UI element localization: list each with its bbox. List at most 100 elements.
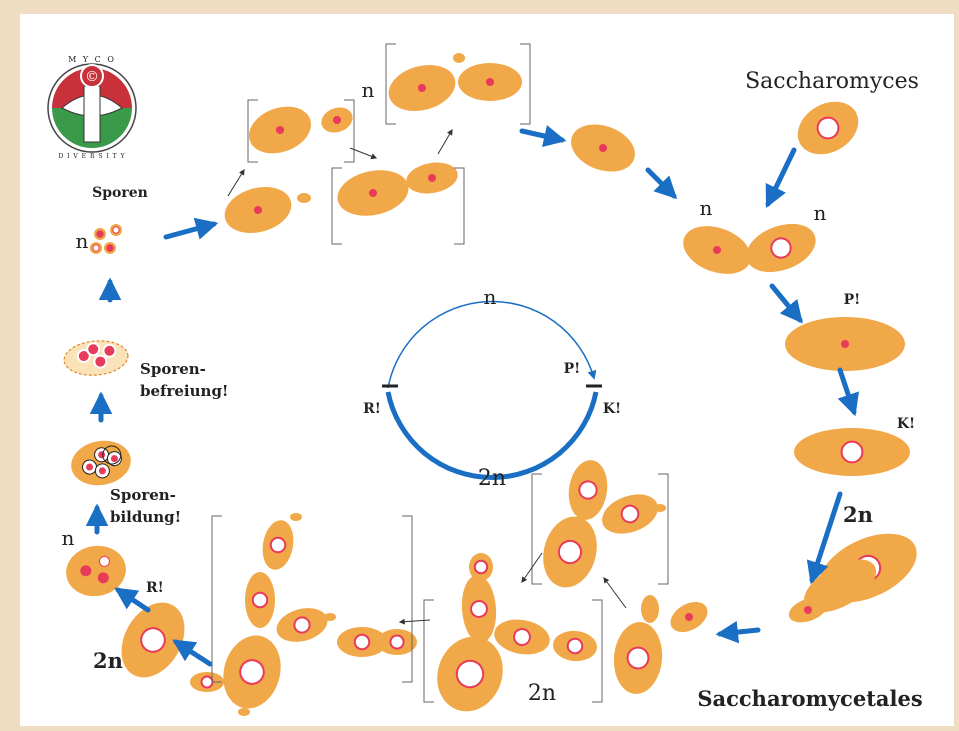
- yeast-cell: [297, 193, 311, 203]
- label-n-right-b: n: [814, 201, 827, 225]
- yeast-cell: [238, 708, 250, 716]
- label-sporenbildung-2: bildung!: [110, 508, 181, 526]
- nucleus: [486, 78, 494, 86]
- label-n-top: n: [362, 78, 375, 102]
- bracket-right: [658, 474, 668, 584]
- yeast-cell: [552, 629, 598, 663]
- nucleus: [842, 442, 863, 463]
- yeast-cell: [383, 58, 460, 118]
- yeast-cell: [597, 487, 664, 541]
- cell-body: [324, 613, 336, 621]
- cell-body: [290, 513, 302, 521]
- cell-body: [297, 193, 311, 203]
- yeast-cell: [68, 436, 135, 490]
- yeast-cell: [453, 53, 465, 63]
- budding-arrow: [438, 130, 452, 154]
- cell-body: [654, 504, 666, 512]
- nucleus: [475, 561, 487, 573]
- yeast-cell: [536, 510, 605, 593]
- flow-arrow: [768, 150, 794, 204]
- title-saccharomyces: Saccharomyces: [745, 69, 919, 94]
- yeast-cell: [63, 338, 130, 377]
- yeast-cell: [785, 317, 905, 371]
- nucleus: [253, 593, 268, 608]
- yeast-cell: [324, 613, 336, 621]
- yeast-cell: [665, 596, 713, 639]
- spore: [94, 355, 107, 368]
- yeast-cell: [259, 518, 297, 572]
- cell-body: [641, 595, 659, 623]
- budding-arrow: [228, 170, 244, 196]
- yeast-cell: [788, 91, 867, 165]
- cycle-r-label: R!: [363, 401, 381, 417]
- yeast-cell: [654, 504, 666, 512]
- flow-arrow: [648, 170, 674, 196]
- yeast-cell: [273, 603, 332, 647]
- diploid-arc: [388, 392, 596, 478]
- cell-body: [453, 53, 465, 63]
- yeast-cell: [641, 595, 659, 623]
- logo-ring-top: M Y C O: [68, 55, 116, 64]
- label-r-left: R!: [146, 580, 164, 596]
- yeast-cell: [404, 159, 460, 198]
- myco-logo: © M Y C O D I V E R S I T Y: [48, 55, 136, 160]
- yeast-cell: [794, 428, 910, 476]
- label-n-right-a: n: [700, 196, 713, 220]
- spore-nucleus: [113, 227, 119, 233]
- cycle-n-label: n: [484, 285, 497, 309]
- yeast-cell: [333, 164, 413, 222]
- flow-arrow: [840, 370, 854, 412]
- budding-arrow: [604, 578, 626, 608]
- yeast-cell: [740, 215, 823, 281]
- flow-arrow: [772, 286, 800, 320]
- label-2n-right: 2n: [843, 502, 873, 527]
- label-sporen: Sporen: [92, 185, 148, 201]
- bracket-left: [532, 474, 542, 584]
- bracket-left: [212, 516, 222, 682]
- yeast-cell: [458, 63, 522, 101]
- yeast-cell: [318, 103, 356, 136]
- spore-nucleus: [97, 231, 103, 237]
- logo-copyright: ©: [85, 69, 99, 85]
- nucleus: [471, 601, 488, 618]
- spore-nucleus: [93, 245, 99, 251]
- label-sporenbildung-1: Sporen-: [110, 486, 176, 504]
- yeast-cell: [215, 629, 288, 715]
- label-n-bildung: n: [62, 526, 75, 550]
- nucleus: [567, 638, 583, 654]
- yeast-cell: [491, 615, 552, 658]
- yeast-cell: [219, 180, 296, 240]
- nucleus: [390, 635, 403, 648]
- nucleus: [355, 635, 370, 650]
- budding-arrow: [400, 620, 430, 622]
- spore-nucleus: [107, 245, 113, 251]
- label-2n-bottom: 2n: [528, 681, 556, 706]
- yeast-cell: [677, 217, 758, 282]
- yeast-cell: [109, 591, 197, 688]
- cycle-k-label: K!: [603, 401, 621, 417]
- nucleus: [841, 340, 849, 348]
- ploidy-cycle: n 2n P! K! R!: [363, 285, 621, 491]
- title-saccharomycetales: Saccharomycetales: [697, 686, 922, 711]
- label-2n-left: 2n: [93, 648, 123, 673]
- yeast-cell: [290, 513, 302, 521]
- label-k-right: K!: [897, 416, 915, 432]
- bracket-right: [402, 516, 412, 682]
- spore: [103, 344, 116, 357]
- yeast-cell: [611, 620, 665, 696]
- label-sporenbefreiung-1: Sporen-: [140, 360, 206, 378]
- spore: [87, 343, 100, 356]
- label-n-sporen: n: [76, 229, 89, 253]
- yeast-cell: [245, 572, 275, 628]
- yeast-cell: [564, 116, 641, 180]
- yeast-cell: [242, 98, 317, 161]
- flow-arrow: [118, 590, 148, 610]
- logo-ring-bottom: D I V E R S I T Y: [58, 153, 125, 160]
- flow-arrow: [176, 642, 210, 664]
- cell-body: [68, 436, 135, 490]
- nucleus: [202, 677, 213, 688]
- bracket-left: [424, 600, 434, 702]
- yeast-cell: [460, 574, 499, 644]
- cycle-p-label: P!: [564, 361, 581, 377]
